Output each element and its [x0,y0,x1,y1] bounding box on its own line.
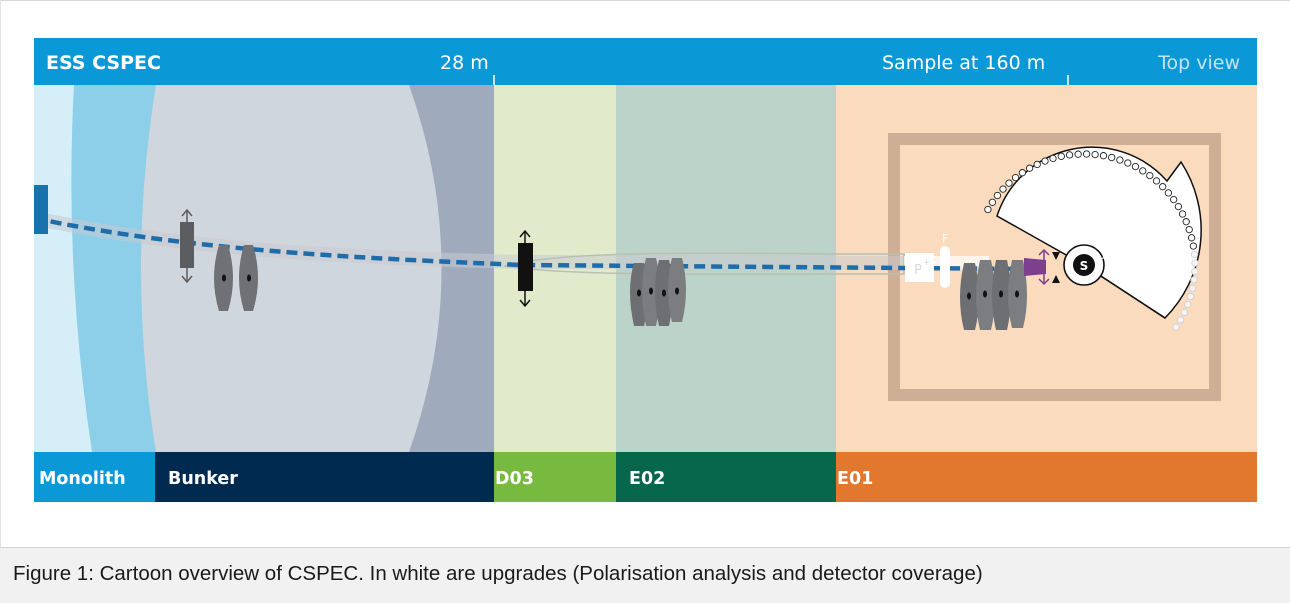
detector-tube [1182,218,1190,226]
moderator-source [34,185,48,234]
detector-tube [1124,159,1132,167]
analyser: A [1102,251,1109,262]
detector-tube [1025,164,1034,172]
area-e02 [616,452,836,502]
detector-tube [1152,177,1161,185]
detector-tube [1074,150,1082,158]
detector-tube [1180,308,1189,316]
slit-jaws [1052,252,1060,283]
chopper-pair-1 [214,245,258,311]
caption-box: Figure 1: Cartoon overview of CSPEC. In … [0,547,1290,603]
detector-tube [1082,150,1091,158]
svg-text:+: + [923,258,931,268]
svg-text:P: P [914,263,922,278]
area-bunker [155,452,494,502]
detector-tube [1057,152,1065,160]
top-border [0,0,1290,1]
chopper-cascade-e01 [960,260,1027,330]
detector-tube [1185,225,1193,234]
polariser: P + [905,253,934,282]
area-monolith-label: Monolith [39,469,126,489]
bunker-zone [92,85,452,452]
detector-tube [1099,152,1108,160]
detector-tubes [984,150,1199,331]
detector-tube [984,205,992,214]
detector-tube [1164,189,1173,197]
marker-sample-label: Sample at 160 m [882,52,1045,74]
detector-tube [1172,323,1180,331]
detector-tube [1191,259,1199,267]
detector-tube [1190,276,1198,284]
area-d03 [494,452,616,502]
detector-tube [1018,169,1027,177]
area-bar: Monolith Bunker D03 E02 E01 [34,452,1257,502]
bunker-shutter [180,208,194,284]
detector-tube [1033,160,1041,169]
svg-text:F: F [942,232,948,245]
spin-flipper: F [940,232,950,288]
area-e02-label: E02 [629,469,665,489]
detector-tube [1011,173,1020,182]
detector-tube [1176,316,1185,324]
area-e01-label: E01 [837,469,873,489]
detector-tube [1187,234,1196,242]
area-bunker-label: Bunker [168,469,238,489]
detector-tube [1131,162,1140,171]
detector-tube [1139,167,1147,175]
detector-tube [1191,267,1199,276]
detector-tube [1065,151,1074,159]
detector-tube [1041,157,1049,165]
detector-tube [1189,242,1198,250]
detector-tube [988,198,997,206]
bunker-wall [409,85,496,452]
detector-tube [1186,292,1195,301]
sample-position: S [1063,244,1105,286]
header-bar [34,38,1257,85]
chopper-cascade-e02 [630,258,686,326]
cspec-diagram: ESS CSPEC 28 m Sample at 160 m Top view [34,38,1257,502]
detector-tube [1091,150,1099,159]
monolith-zone [71,85,156,452]
figure-caption: Figure 1: Cartoon overview of CSPEC. In … [13,562,983,585]
detector-tube [993,191,1002,200]
detector-tube [1174,202,1183,211]
detector-tube [1108,153,1116,162]
detector-tube [999,185,1007,193]
detector-tube [1170,195,1178,204]
area-d03-label: D03 [495,469,534,489]
svg-text:S: S [1080,259,1089,273]
marker-28m-label: 28 m [440,52,489,74]
detector-tube [1146,171,1154,180]
d03-shutter [518,229,533,308]
detector-tube [1116,156,1124,164]
area-monolith [34,452,155,502]
detector-tube [1049,154,1057,163]
left-border [0,0,1,603]
detector-tube [1159,183,1167,191]
focusing-ellipsoid [1024,248,1050,286]
area-e01 [836,452,1257,502]
detector-tube [1184,300,1192,309]
view-label: Top view [1157,52,1240,74]
detector-tube [1190,250,1199,259]
detector-tube [1005,179,1013,187]
svg-text:A: A [1102,251,1109,262]
header-title: ESS CSPEC [46,52,161,74]
detector-tube [1178,210,1187,218]
detector-tube [1188,284,1197,292]
